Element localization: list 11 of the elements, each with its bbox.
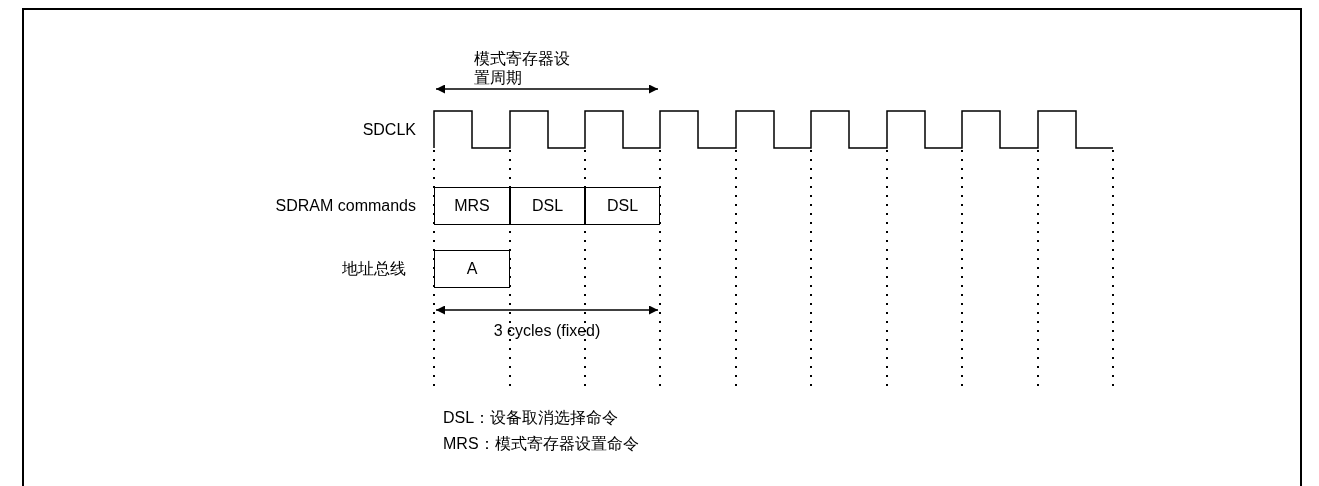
note-text: DSL：设备取消选择命令 xyxy=(443,408,619,428)
command-box: DSL xyxy=(585,187,660,225)
signal-name: 地址总线 xyxy=(342,259,406,279)
annotation-text: 模式寄存器设置周期 xyxy=(474,49,571,88)
signal-name: SDCLK xyxy=(362,120,416,140)
command-box: DSL xyxy=(510,187,585,225)
note-text: MRS：模式寄存器设置命令 xyxy=(443,434,639,454)
command-box: MRS xyxy=(434,187,510,225)
dimension-label: 3 cycles (fixed) xyxy=(493,321,601,341)
address-box: A xyxy=(434,250,510,288)
signal-name: SDRAM commands xyxy=(275,196,416,216)
